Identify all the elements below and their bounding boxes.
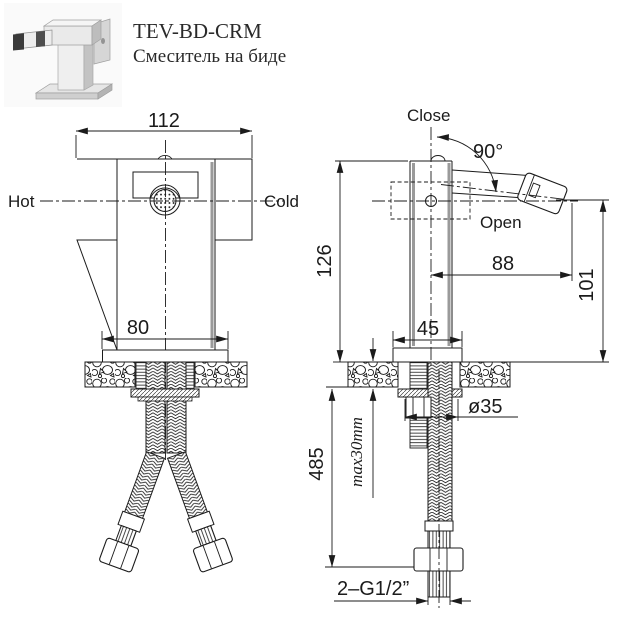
base-flange-side (392, 347, 463, 363)
dim-d35-label: ø35 (468, 396, 502, 418)
product-title: TEV-BD-CRM Смеситель на биде (133, 19, 286, 67)
handle-knob (517, 172, 568, 215)
dim-485-label: 485 (306, 447, 328, 480)
countertop-section-right (194, 361, 248, 388)
hose-side (427, 361, 453, 524)
dim-101-label: 101 (576, 268, 598, 301)
countertop-side-right (459, 361, 511, 388)
hose-left-lower (99, 451, 166, 573)
max-thickness-label: max30mm (347, 417, 366, 487)
close-label: Close (407, 106, 450, 125)
countertop-section-left (84, 361, 136, 388)
angle-90-label: 90° (473, 141, 503, 163)
hose-nut-left (99, 537, 140, 573)
countertop-side-left (347, 361, 399, 388)
mounting-nut-side (405, 396, 432, 419)
dim-126-label: 126 (314, 244, 336, 277)
dim-80-label: 80 (127, 317, 149, 339)
dim-88-label: 88 (492, 253, 514, 275)
cold-label: Cold (264, 192, 299, 211)
hose-right-lower (166, 451, 233, 573)
hose-nut-right (192, 537, 233, 573)
handle-hidden-position (390, 181, 471, 220)
hot-label: Hot (8, 192, 35, 211)
aerator (153, 189, 177, 212)
front-view: 112 Hot Cold 80 (8, 110, 299, 573)
faucet-body-front (76, 158, 253, 351)
dim-45-label: 45 (417, 318, 439, 340)
hose-left-upper (145, 361, 166, 454)
rotation-arc (436, 134, 498, 193)
handle-axis (440, 184, 567, 200)
open-label: Open (480, 213, 522, 232)
mounting-washer-front (130, 388, 200, 398)
product-name: Смеситель на биде (133, 46, 286, 67)
side-view: Close Open 90° (306, 106, 609, 608)
mounting-stud-left (135, 361, 147, 390)
gasket-front (137, 396, 193, 402)
dim-112-label: 112 (148, 110, 180, 132)
connection-nut-side (413, 547, 464, 572)
model-code: TEV-BD-CRM (133, 19, 262, 43)
product-photo (4, 3, 122, 107)
hose-right-upper (166, 361, 187, 454)
thread-label: 2–G1/2” (337, 578, 409, 600)
base-flange-front (102, 349, 229, 363)
